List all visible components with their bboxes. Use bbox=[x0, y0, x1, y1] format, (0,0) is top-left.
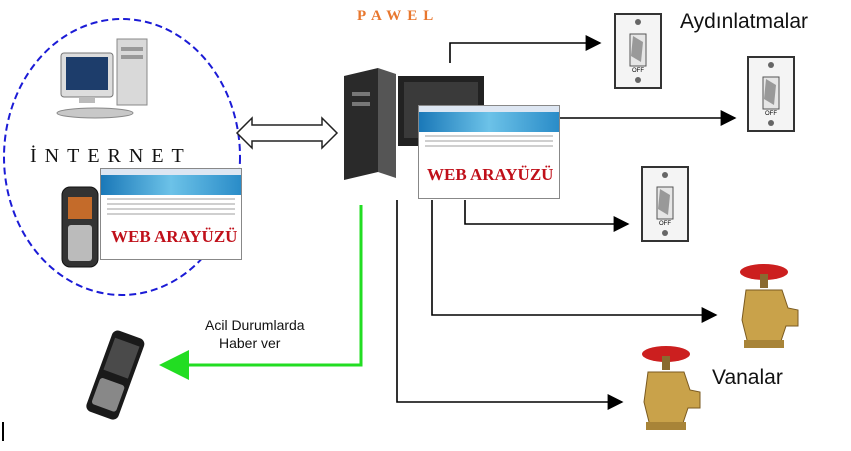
arrow-valve-2 bbox=[396, 200, 624, 410]
switch-off-text: OFF bbox=[765, 111, 777, 117]
alert-label: Acil Durumlarda Haber ver bbox=[205, 316, 305, 352]
switch-off-text: OFF bbox=[659, 221, 671, 227]
lights-label: Aydınlatmalar bbox=[680, 10, 809, 33]
alert-label-line1: Acil Durumlarda bbox=[205, 317, 305, 333]
alert-arrow bbox=[159, 205, 363, 380]
valve-icon bbox=[728, 260, 802, 350]
server-computer-icon bbox=[338, 62, 488, 202]
pawel-title: PAWEL bbox=[357, 8, 440, 24]
double-arrow bbox=[235, 116, 339, 150]
light-switch-icon: OFF bbox=[746, 55, 798, 135]
alert-label-line2: Haber ver bbox=[219, 335, 281, 351]
arrow-valve-1 bbox=[431, 200, 718, 323]
smartphone-icon bbox=[76, 328, 154, 424]
web-interface-label-left: WEB ARAYÜZÜ bbox=[108, 227, 241, 247]
arrow-light-3 bbox=[464, 200, 630, 232]
light-switch-icon: OFF bbox=[640, 165, 692, 245]
valves-label: Vanalar bbox=[712, 366, 783, 389]
switch-off-text: OFF bbox=[632, 68, 644, 74]
web-interface-label-center: WEB ARAYÜZÜ bbox=[424, 165, 557, 185]
desktop-computer-icon bbox=[55, 35, 155, 123]
internet-cloud bbox=[3, 18, 241, 296]
valve-icon bbox=[630, 342, 704, 432]
mobile-phone-icon bbox=[60, 185, 102, 271]
internet-label: İNTERNET bbox=[30, 145, 192, 167]
light-switch-icon: OFF bbox=[613, 12, 665, 92]
arrow-light-1 bbox=[449, 35, 602, 63]
